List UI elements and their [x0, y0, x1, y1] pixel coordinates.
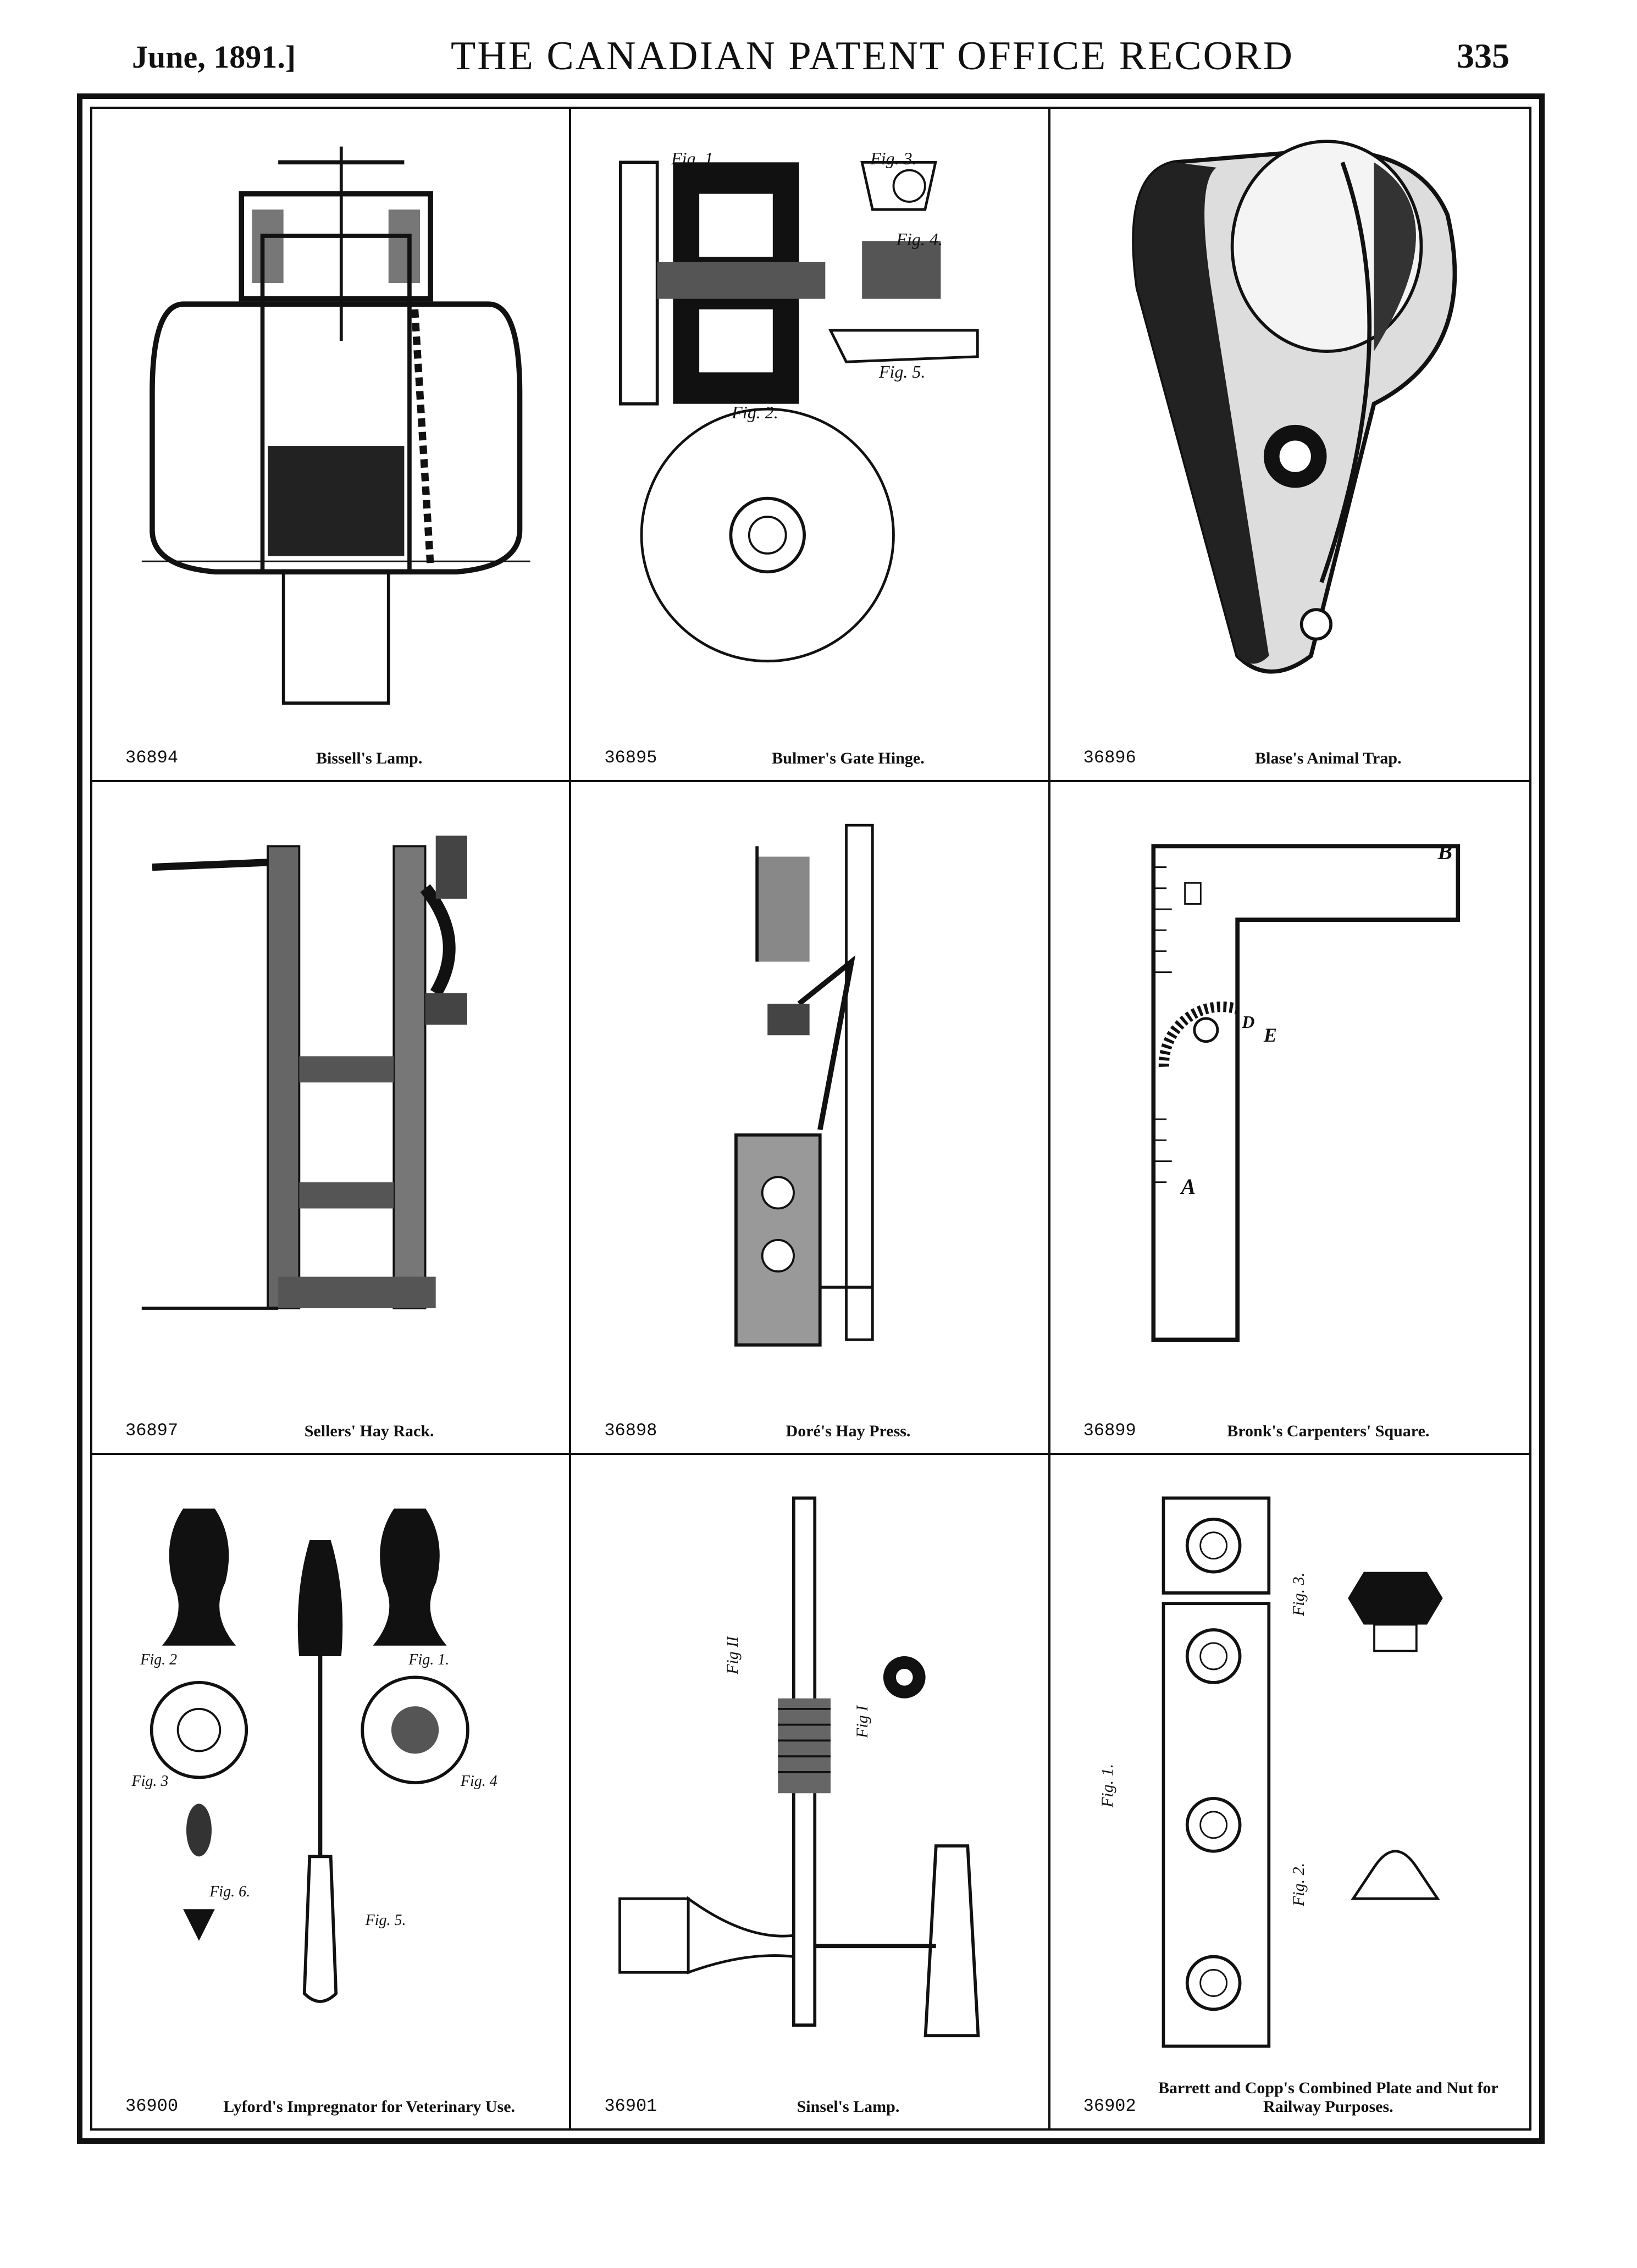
patent-number: 36894	[125, 747, 179, 768]
carpenters-square-illustration: B A E D	[1072, 804, 1507, 1382]
patent-title: Sellers' Hay Rack.	[304, 1422, 434, 1441]
patent-number: 36895	[604, 747, 657, 768]
hay-press-illustration	[593, 804, 1026, 1382]
patent-cell-36897: 36897 Sellers' Hay Rack.	[92, 782, 572, 1456]
page-number: 335	[1457, 36, 1509, 75]
railway-fig1-label: Fig. 1.	[1098, 1764, 1117, 1808]
impregnator-illustration: Fig. 2 Fig. 1. Fig. 3 Fig. 4 Fig. 6. Fig…	[114, 1477, 547, 2057]
patent-title: Blase's Animal Trap.	[1255, 749, 1402, 767]
patent-cell-36896: 36896 Blase's Animal Trap.	[1050, 109, 1529, 782]
sinsel-lamp-illustration: Fig II Fig I	[593, 1477, 1026, 2057]
patent-title: Lyford's Impregnator for Veterinary Use.	[223, 2097, 516, 2116]
patent-number: 36896	[1083, 747, 1136, 768]
patent-number: 36898	[604, 1420, 657, 1441]
patent-title: Bulmer's Gate Hinge.	[772, 749, 925, 767]
patent-cell-36895: Fig. 1. Fig. 2. Fig. 3. Fig. 4. Fig. 5. …	[571, 109, 1050, 782]
patent-cell-36901: Fig II Fig I 36901 Sinsel's Lamp.	[571, 1455, 1050, 2128]
page-header: June, 1891.] THE CANADIAN PATENT OFFICE …	[0, 33, 1637, 93]
impregnator-fig2-label: Fig. 2	[140, 1651, 178, 1668]
sinsel-fig1-label: Fig I	[853, 1705, 871, 1738]
patent-cell-36902: Fig. 1. Fig. 2. Fig. 3. 36902 Barrett an…	[1050, 1455, 1529, 2128]
patent-title: Barrett and Copp's Combined Plate and Nu…	[1158, 2078, 1498, 2116]
gate-hinge-fig4-label: Fig. 4.	[896, 229, 943, 249]
patent-cell-36899: B A E D 36899 Bronk's Carpenters' Square…	[1050, 782, 1529, 1456]
patent-caption: 36897 Sellers' Hay Rack.	[109, 1420, 552, 1441]
patent-title: Sinsel's Lamp.	[797, 2097, 900, 2116]
patent-number: 36900	[125, 2095, 179, 2116]
patent-grid: 36894 Bissell's Lamp.	[92, 109, 1529, 2128]
railway-fig2-label: Fig. 2.	[1290, 1862, 1308, 1906]
impregnator-fig5-label: Fig. 5.	[365, 1912, 406, 1929]
railway-fig3-label: Fig. 3.	[1290, 1573, 1308, 1617]
square-label-b: B	[1437, 839, 1453, 864]
header-date: June, 1891.]	[132, 39, 296, 75]
impregnator-fig4-label: Fig. 4	[460, 1773, 497, 1790]
railway-plate-illustration: Fig. 1. Fig. 2. Fig. 3.	[1072, 1477, 1507, 2057]
patent-grid-frame: 36894 Bissell's Lamp.	[90, 107, 1531, 2131]
patent-cell-36898: 36898 Doré's Hay Press.	[571, 782, 1050, 1456]
patent-caption: 36896 Blase's Animal Trap.	[1067, 747, 1513, 768]
patent-cell-36900: Fig. 2 Fig. 1. Fig. 3 Fig. 4 Fig. 6. Fig…	[92, 1455, 572, 2128]
patent-number: 36897	[125, 1420, 179, 1441]
patent-number: 36901	[604, 2095, 657, 2116]
patent-title: Bissell's Lamp.	[316, 749, 423, 767]
animal-trap-illustration	[1072, 131, 1507, 709]
square-label-d: D	[1242, 1011, 1255, 1032]
patent-number: 36902	[1083, 2095, 1136, 2116]
gate-hinge-illustration: Fig. 1. Fig. 2. Fig. 3. Fig. 4. Fig. 5.	[593, 131, 1026, 709]
patent-caption: 36894 Bissell's Lamp.	[109, 747, 552, 768]
patent-cell-36894: 36894 Bissell's Lamp.	[92, 109, 572, 782]
patent-caption: 36901 Sinsel's Lamp.	[588, 2095, 1031, 2116]
patent-caption: 36900 Lyford's Impregnator for Veterinar…	[109, 2095, 552, 2116]
gate-hinge-fig3-label: Fig. 3.	[870, 148, 917, 168]
gate-hinge-fig1-label: Fig. 1.	[671, 148, 718, 168]
patent-caption: 36895 Bulmer's Gate Hinge.	[588, 747, 1031, 768]
sinsel-fig2-label: Fig II	[723, 1636, 742, 1674]
patent-caption: 36899 Bronk's Carpenters' Square.	[1067, 1420, 1513, 1441]
header-title: THE CANADIAN PATENT OFFICE RECORD	[451, 34, 1294, 79]
impregnator-fig3-label: Fig. 3	[131, 1773, 169, 1790]
impregnator-fig6-label: Fig. 6.	[209, 1883, 251, 1900]
page-frame: 36894 Bissell's Lamp.	[77, 93, 1545, 2144]
gate-hinge-fig5-label: Fig. 5.	[878, 362, 926, 382]
square-label-a: A	[1181, 1174, 1196, 1199]
impregnator-fig1-label: Fig. 1.	[408, 1651, 450, 1668]
square-label-e: E	[1263, 1024, 1277, 1046]
hay-rack-illustration	[114, 804, 547, 1382]
patent-title: Doré's Hay Press.	[786, 1422, 911, 1441]
patent-caption: 36902 Barrett and Copp's Combined Plate …	[1067, 2079, 1513, 2116]
patent-title: Bronk's Carpenters' Square.	[1227, 1422, 1430, 1441]
patent-caption: 36898 Doré's Hay Press.	[588, 1420, 1031, 1441]
patent-number: 36899	[1083, 1420, 1136, 1441]
lamp-illustration	[114, 131, 547, 709]
gate-hinge-fig2-label: Fig. 2.	[732, 402, 778, 422]
